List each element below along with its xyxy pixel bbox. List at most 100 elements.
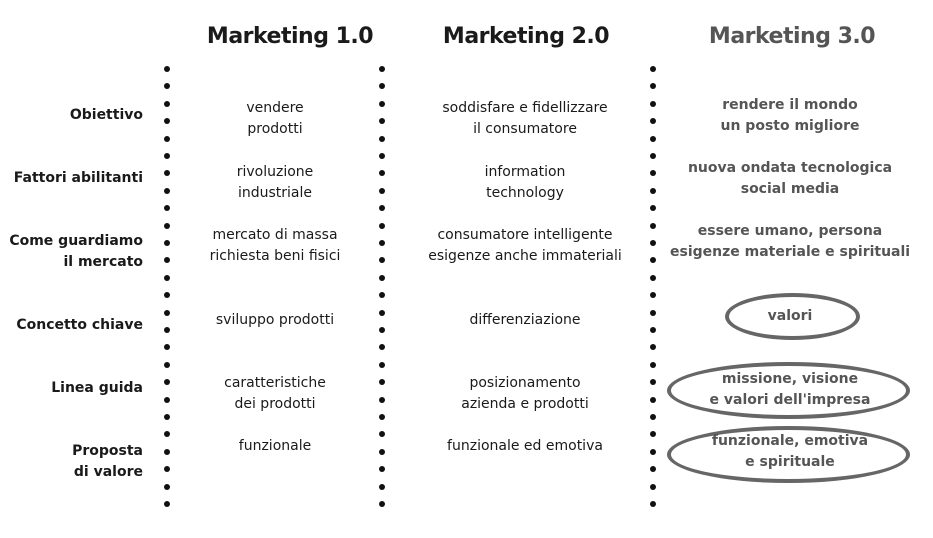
cell-mercato-m1: mercato di massa richiesta beni fisici — [209, 227, 341, 264]
divider-dot — [379, 501, 385, 507]
divider-dot — [650, 170, 656, 176]
divider-dot — [650, 379, 656, 385]
divider-dot — [164, 188, 170, 194]
divider-dot — [650, 327, 656, 333]
divider-dot — [379, 136, 385, 142]
cell-linea-m2: posizionamento azienda e prodotti — [461, 375, 589, 412]
divider-dot — [650, 275, 656, 281]
row-label-concetto-chiave: Concetto chiave — [16, 317, 143, 333]
divider-dot — [164, 327, 170, 333]
divider-dot — [379, 344, 385, 350]
divider-dot — [379, 310, 385, 316]
divider-dot — [379, 257, 385, 263]
divider-dot — [379, 362, 385, 368]
dotted-divider-2 — [377, 66, 387, 512]
row-label-come-guardiamo: Come guardiamo il mercato — [9, 233, 143, 270]
divider-dot — [650, 466, 656, 472]
row-label-linea-guida: Linea guida — [51, 380, 143, 396]
divider-dot — [650, 66, 656, 72]
divider-dot — [650, 397, 656, 403]
cell-fattori-m3: nuova ondata tecnologica social media — [687, 160, 893, 197]
divider-dot — [650, 501, 656, 507]
divider-dot — [164, 310, 170, 316]
divider-dot — [650, 257, 656, 263]
divider-dot — [379, 292, 385, 298]
divider-dot — [379, 397, 385, 403]
cell-mercato-m3: essere umano, persona esigenze materiale… — [670, 223, 911, 260]
divider-dot — [379, 205, 385, 211]
row-label-obiettivo: Obiettivo — [69, 107, 143, 123]
cell-proposta-m3: funzionale, emotiva e spirituale — [711, 433, 869, 470]
divider-dot — [164, 275, 170, 281]
divider-dot — [650, 449, 656, 455]
divider-dot — [164, 484, 170, 490]
cell-linea-m3: missione, visione e valori dell'impresa — [709, 371, 871, 408]
cell-concetto-m3: valori — [767, 308, 813, 324]
divider-dot — [650, 205, 656, 211]
divider-dot — [164, 344, 170, 350]
divider-dot — [164, 66, 170, 72]
divider-dot — [164, 205, 170, 211]
divider-dot — [650, 344, 656, 350]
divider-dot — [379, 484, 385, 490]
header-marketing-3: Marketing 3.0 — [708, 24, 876, 49]
divider-dot — [650, 484, 656, 490]
divider-dot — [164, 153, 170, 159]
divider-dot — [379, 170, 385, 176]
cell-obiettivo-m2: soddisfare e fidellizzare il consumatore — [442, 100, 608, 137]
divider-dot — [379, 431, 385, 437]
divider-dot — [379, 188, 385, 194]
divider-dot — [650, 188, 656, 194]
divider-dot — [379, 240, 385, 246]
divider-dot — [650, 101, 656, 107]
divider-dot — [379, 466, 385, 472]
highlight-oval-concetto-chiave — [725, 293, 860, 340]
divider-dot — [164, 170, 170, 176]
header-marketing-2: Marketing 2.0 — [442, 24, 610, 49]
divider-dot — [650, 362, 656, 368]
cell-mercato-m2: consumatore intelligente esigenze anche … — [428, 227, 622, 264]
divider-dot — [650, 83, 656, 89]
divider-dot — [379, 83, 385, 89]
divider-dot — [164, 101, 170, 107]
divider-dot — [379, 449, 385, 455]
row-label-proposta-di-valore: Proposta di valore — [72, 443, 143, 480]
divider-dot — [164, 379, 170, 385]
cell-obiettivo-m1: vendere prodotti — [246, 100, 304, 137]
divider-dot — [650, 431, 656, 437]
divider-dot — [379, 101, 385, 107]
divider-dot — [379, 118, 385, 124]
highlight-oval-linea-guida — [667, 362, 910, 419]
dotted-divider-1 — [162, 66, 172, 512]
divider-dot — [164, 240, 170, 246]
divider-dot — [650, 223, 656, 229]
cell-concetto-m2: differenziazione — [469, 312, 581, 328]
cell-proposta-m1: funzionale — [238, 438, 312, 454]
divider-dot — [164, 501, 170, 507]
divider-dot — [379, 275, 385, 281]
divider-dot — [164, 449, 170, 455]
divider-dot — [650, 136, 656, 142]
divider-dot — [650, 310, 656, 316]
divider-dot — [164, 431, 170, 437]
divider-dot — [164, 223, 170, 229]
cell-fattori-m1: rivoluzione industriale — [236, 164, 314, 201]
cell-obiettivo-m3: rendere il mondo un posto migliore — [720, 97, 860, 134]
divider-dot — [379, 327, 385, 333]
divider-dot — [379, 153, 385, 159]
header-marketing-1: Marketing 1.0 — [206, 24, 374, 49]
divider-dot — [650, 414, 656, 420]
divider-dot — [379, 223, 385, 229]
divider-dot — [164, 362, 170, 368]
divider-dot — [164, 83, 170, 89]
divider-dot — [164, 257, 170, 263]
divider-dot — [379, 379, 385, 385]
cell-proposta-m2: funzionale ed emotiva — [447, 438, 603, 454]
divider-dot — [164, 414, 170, 420]
divider-dot — [650, 118, 656, 124]
divider-dot — [379, 66, 385, 72]
divider-dot — [164, 466, 170, 472]
cell-fattori-m2: information technology — [484, 164, 566, 201]
divider-dot — [164, 397, 170, 403]
divider-dot — [650, 240, 656, 246]
